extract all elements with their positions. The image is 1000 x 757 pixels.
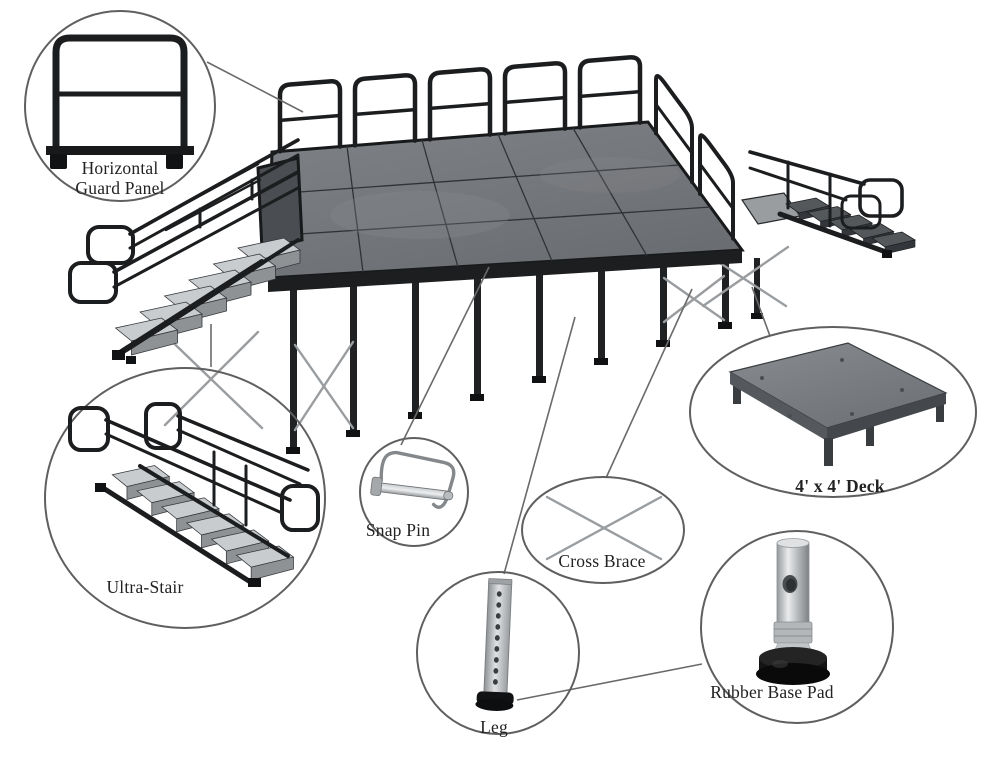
callout-ultra-stair: Ultra-Stair <box>44 367 326 629</box>
callout-circle <box>689 326 977 498</box>
deck-4x4-drawing <box>728 342 948 466</box>
snap-pin-drawing <box>370 450 456 509</box>
ultra-stair-handrails <box>68 402 320 532</box>
deck-4x4-label: 4' x 4' Deck <box>795 476 884 496</box>
callout-circle <box>359 437 469 547</box>
callout-line-cross-brace <box>605 288 693 479</box>
stage-leg <box>536 275 543 379</box>
stage-leg <box>412 282 419 415</box>
ultra-stair-label: Ultra-Stair <box>106 577 183 597</box>
callout-circle <box>44 367 326 629</box>
right-stair-handrails <box>748 150 904 230</box>
horizontal-guard-panel-label: Guard Panel <box>75 178 164 198</box>
stage-leg <box>660 267 667 343</box>
callout-rubber-base-pad: Rubber Base Pad <box>700 530 894 724</box>
right-guard-panels <box>656 71 733 238</box>
rubber-base-pad-drawing <box>756 538 830 685</box>
right-stair-stringer <box>777 211 889 255</box>
snap-pin-label: Snap Pin <box>366 520 430 540</box>
right-stair-unit <box>740 150 916 258</box>
stage-leg <box>350 286 357 433</box>
stage-deck-surface <box>266 120 745 292</box>
guard-panel-drawing <box>52 34 188 152</box>
callout-deck-4x4: 4' x 4' Deck <box>689 326 977 498</box>
stage-leg <box>290 290 297 450</box>
left-stair-handrails <box>68 138 300 304</box>
rubber-base-pad-label: Rubber Base Pad <box>710 682 834 702</box>
callout-line-snap-pin <box>400 266 490 446</box>
stage-leg <box>474 278 481 397</box>
callout-line-rubber-base-pad <box>516 663 703 701</box>
deck-front-fascia <box>268 250 742 292</box>
callout-cross-brace: Cross Brace <box>521 476 685 584</box>
left-stair-stringer-far <box>156 238 300 332</box>
callout-line-horizontal-guard-panel <box>206 61 304 113</box>
callout-line-deck <box>751 286 771 337</box>
stage-leg-feet <box>286 313 763 454</box>
callout-circle <box>700 530 894 724</box>
callout-circle <box>521 476 685 584</box>
callout-horizontal-guard-panel: Horizontal Guard Panel <box>24 10 216 202</box>
stage-leg <box>722 263 729 325</box>
cross-brace-label: Cross Brace <box>558 551 645 571</box>
stage-leg <box>598 271 605 361</box>
cross-brace-drawing <box>545 495 663 561</box>
callout-leg: Leg <box>416 571 580 737</box>
back-guard-panels <box>280 57 640 152</box>
stage-illustration <box>68 57 916 454</box>
deck-grid <box>268 127 712 273</box>
ultra-stair-drawing <box>68 402 320 587</box>
callout-circle <box>24 10 216 202</box>
leg-drawing <box>475 578 514 711</box>
left-stair-unit <box>68 138 301 364</box>
callout-line-leg <box>503 316 576 575</box>
leg-label: Leg <box>480 717 508 737</box>
stage-legs <box>286 258 763 454</box>
horizontal-guard-panel-label: Horizontal <box>82 158 159 178</box>
callout-circle <box>416 571 580 735</box>
callout-snap-pin: Snap Pin <box>359 437 469 547</box>
callout-lines <box>206 61 771 701</box>
